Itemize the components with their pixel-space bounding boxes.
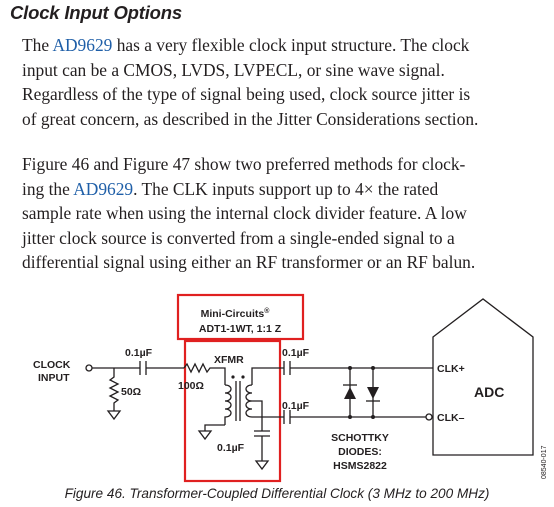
series-resistor: [183, 362, 226, 385]
text-line: The AD9629 has a very flexible clock inp…: [22, 35, 470, 55]
figure-caption: Figure 46. Transformer-Coupled Different…: [64, 486, 490, 501]
adc-label: ADC: [474, 384, 504, 400]
center-tap-capacitor-label: 0.1µF: [217, 442, 245, 454]
center-tap-capacitor: [254, 430, 270, 461]
clock-input-terminal: [85, 364, 93, 372]
part-label-highlight-box: [176, 293, 305, 341]
polarity-dot-icon: [241, 375, 245, 379]
secondary-top-wire: [251, 367, 433, 385]
primary-ground-wire: [204, 424, 225, 431]
text-line: of great concern, as described in the Ji…: [22, 108, 479, 129]
output-capacitor-bottom-label: 0.1µF: [282, 400, 310, 412]
text-line: jitter clock source is converted from a …: [22, 227, 455, 248]
text-line: Figure 46 and Figure 47 show two preferr…: [22, 154, 466, 174]
primary-winding: [224, 384, 232, 425]
series-resistor-label: 100Ω: [178, 380, 204, 392]
section-heading: Clock Input Options: [10, 2, 182, 23]
polarity-dot-icon: [231, 375, 235, 379]
center-tap-wire: [252, 400, 263, 431]
figure-id-label: 08540-017: [541, 445, 548, 479]
clk-plus-label: CLK+: [437, 363, 465, 375]
text-line: sample rate when using the internal cloc…: [22, 203, 467, 223]
diodes-label-line1: SCHOTTKY: [331, 432, 389, 444]
termination-resistor: [108, 368, 120, 411]
ad9629-link[interactable]: AD9629: [73, 178, 134, 199]
adc-block: [432, 298, 534, 456]
part-label-line1: Mini-Circuits®: [201, 307, 271, 320]
ad9629-link[interactable]: AD9629: [52, 35, 113, 55]
output-capacitor-top-label: 0.1µF: [282, 347, 310, 359]
schottky-diodes-icon: [343, 366, 380, 419]
part-label-line2: ADT1-1WT, 1:1 Z: [199, 323, 282, 335]
core-icon: [235, 381, 241, 421]
diodes-label-line3: HSMS2822: [333, 460, 387, 472]
paragraph-clock-input-structure: The AD9629 has a very flexible clock inp…: [22, 33, 550, 131]
text-line: input can be a CMOS, LVDS, LVPECL, or si…: [22, 59, 445, 80]
text-line: ing the AD9629. The CLK inputs support u…: [22, 178, 439, 199]
termination-resistor-label: 50Ω: [121, 386, 141, 398]
transformer-label: XFMR: [214, 354, 244, 366]
clock-input-label-line1: CLOCK: [33, 359, 71, 371]
input-capacitor-label: 0.1µF: [125, 347, 153, 359]
ground-icon: [106, 410, 122, 421]
diodes-label-line2: DIODES:: [338, 446, 382, 458]
clock-input-label-line2: INPUT: [38, 372, 70, 384]
ground-icon: [197, 430, 213, 441]
output-capacitor-top: [283, 361, 291, 375]
transformer-coupled-clock-schematic: Mini-Circuits® ADT1-1WT, 1:1 Z CLOCK INP…: [33, 293, 548, 483]
text-line: Regardless of the type of signal being u…: [22, 84, 471, 104]
inverting-input-bubble: [425, 413, 433, 421]
paragraph-preferred-methods: Figure 46 and Figure 47 show two preferr…: [22, 152, 550, 275]
clk-minus-label: CLK–: [437, 412, 465, 424]
text-line: differential signal using either an RF t…: [22, 252, 476, 272]
output-capacitor-bottom: [283, 410, 291, 424]
ground-icon: [254, 460, 270, 471]
input-capacitor: [139, 361, 147, 375]
transformer-highlight-box: [183, 339, 282, 483]
secondary-winding: [245, 384, 253, 418]
